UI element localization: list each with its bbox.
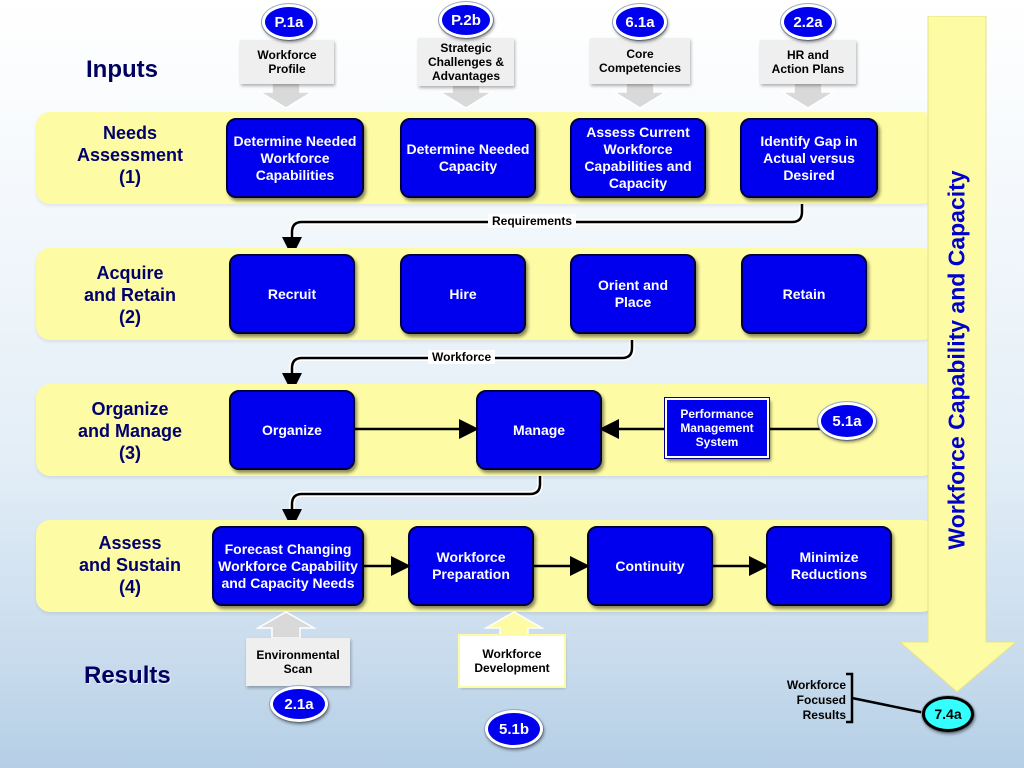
capability-arrow: [900, 16, 1018, 693]
results-input-workforce-development: Workforce Development: [458, 634, 566, 688]
input-arrows: [257, 79, 837, 109]
results-input-environmental-scan: Environmental Scan: [246, 638, 350, 686]
box-determine-capacity[interactable]: Determine Needed Capacity: [400, 118, 536, 198]
inputs-heading: Inputs: [86, 56, 158, 83]
badge-p1a[interactable]: P.1a: [262, 4, 316, 40]
focused-results-bracket: [846, 672, 931, 724]
box-recruit[interactable]: Recruit: [229, 254, 355, 334]
results-arrows: [255, 611, 545, 639]
badge-2-2a[interactable]: 2.2a: [781, 4, 835, 40]
focused-results-label: Workforce Focused Results: [786, 678, 846, 722]
capability-arrow-label: Workforce Capability and Capacity: [943, 170, 970, 550]
box-minimize-reductions[interactable]: Minimize Reductions: [766, 526, 892, 606]
box-retain[interactable]: Retain: [741, 254, 867, 334]
input-strategic-challenges: Strategic Challenges & Advantages: [418, 38, 514, 86]
box-determine-capabilities[interactable]: Determine Needed Workforce Capabilities: [226, 118, 364, 198]
badge-5-1b[interactable]: 5.1b: [485, 710, 543, 748]
badge-6-1a[interactable]: 6.1a: [613, 4, 667, 40]
box-organize[interactable]: Organize: [229, 390, 355, 470]
box-forecast-changing[interactable]: Forecast Changing Workforce Capability a…: [212, 526, 364, 606]
box-workforce-preparation[interactable]: Workforce Preparation: [408, 526, 534, 606]
box-identify-gap[interactable]: Identify Gap in Actual versus Desired: [740, 118, 878, 198]
box-performance-management-system[interactable]: Performance Management System: [664, 397, 770, 459]
input-hr-action-plans: HR and Action Plans: [760, 40, 856, 84]
box-orient-place[interactable]: Orient and Place: [570, 254, 696, 334]
badge-2-1a[interactable]: 2.1a: [270, 686, 328, 722]
stage3-arrows: [355, 419, 820, 439]
badge-p2b[interactable]: P.2b: [439, 2, 493, 38]
results-heading: Results: [84, 662, 171, 689]
input-workforce-profile: Workforce Profile: [240, 40, 334, 84]
stage4-arrows: [364, 556, 769, 576]
box-hire[interactable]: Hire: [400, 254, 526, 334]
box-assess-current[interactable]: Assess Current Workforce Capabilities an…: [570, 118, 706, 198]
badge-7-4a[interactable]: 7.4a: [922, 696, 974, 732]
box-continuity[interactable]: Continuity: [587, 526, 713, 606]
connector-label-workforce: Workforce: [428, 350, 496, 364]
badge-5-1a[interactable]: 5.1a: [818, 402, 876, 440]
connector-label-requirements: Requirements: [488, 214, 577, 228]
input-core-competencies: Core Competencies: [590, 38, 690, 84]
